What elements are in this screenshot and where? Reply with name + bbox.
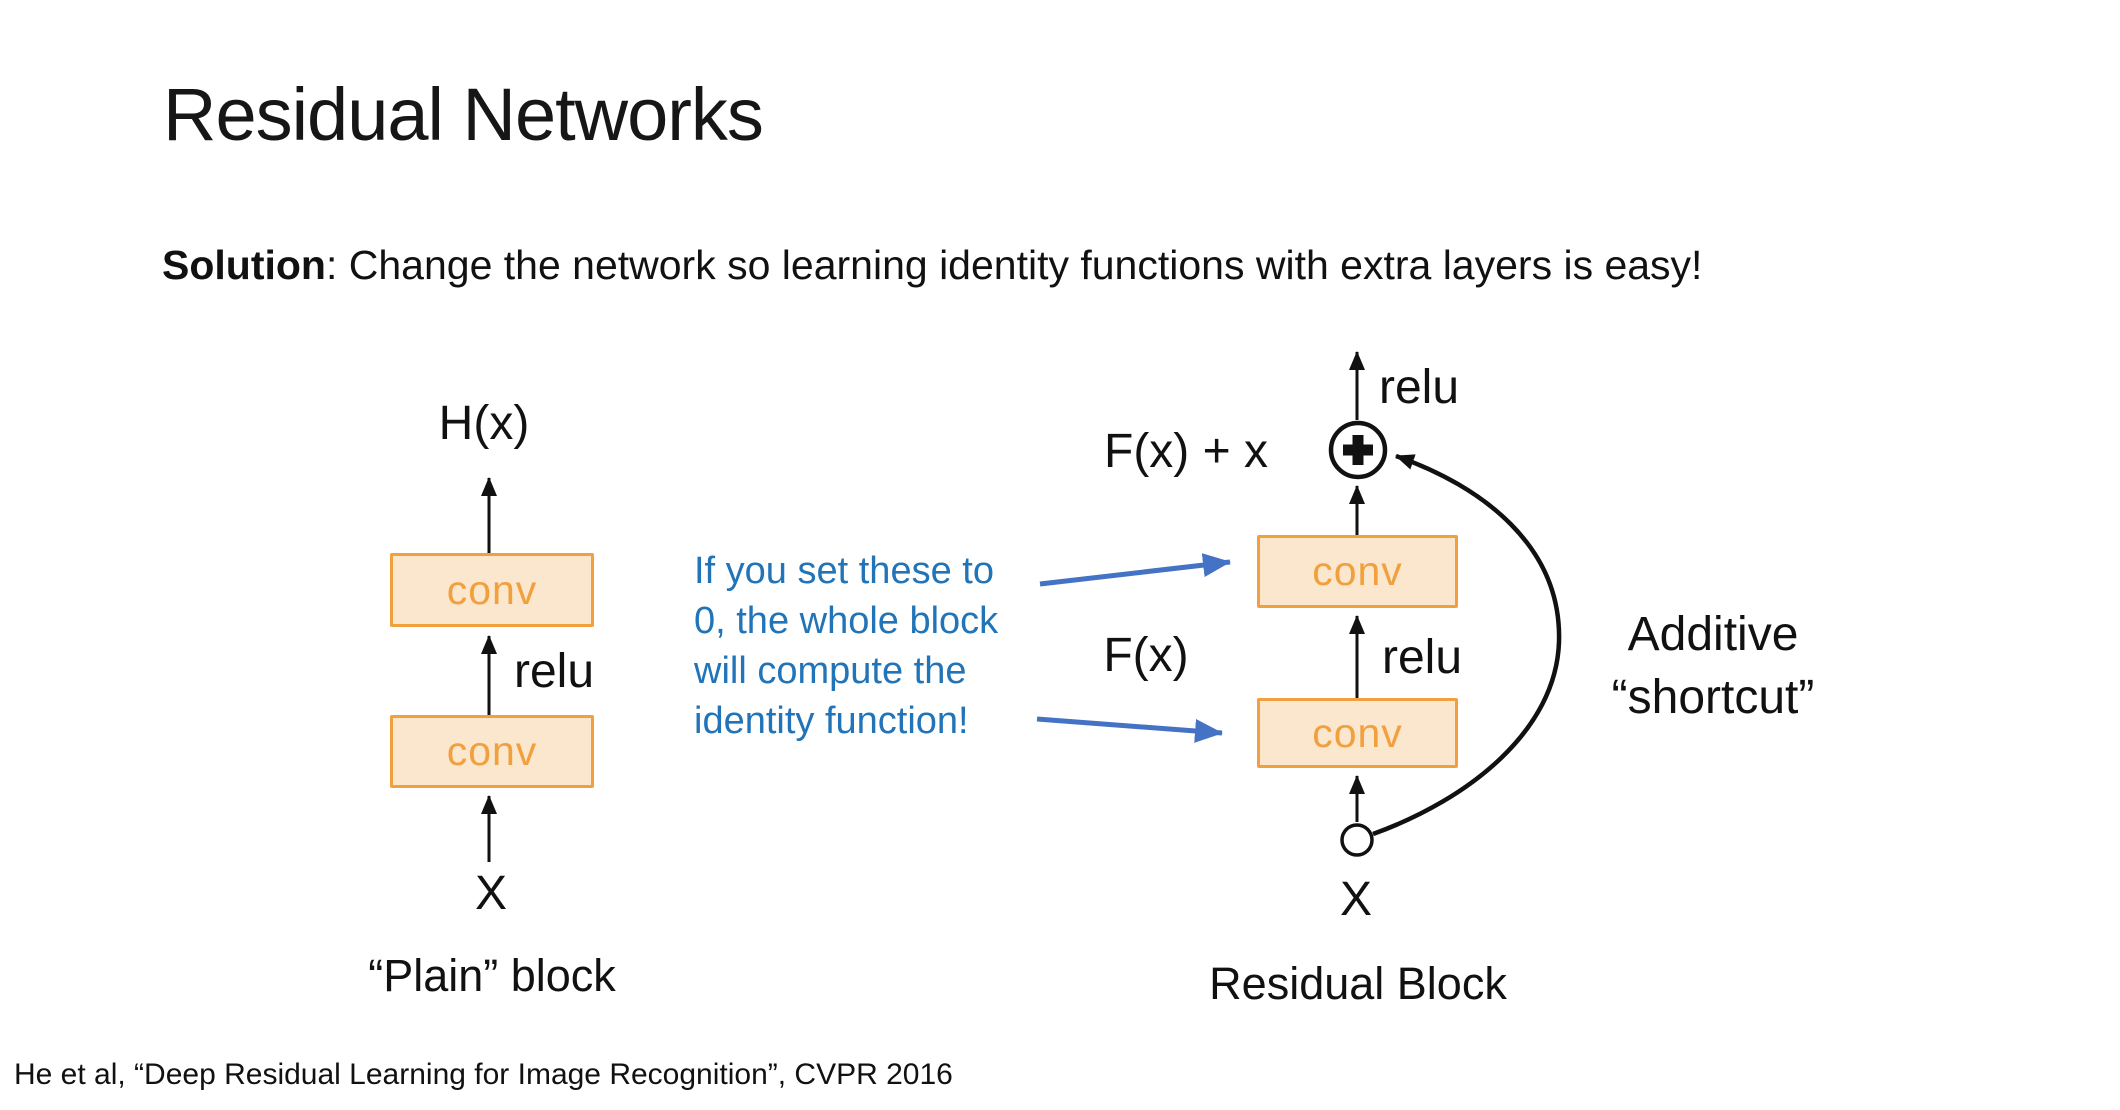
citation: He et al, “Deep Residual Learning for Im… [14,1058,953,1091]
plain-block-caption: “Plain” block [368,950,616,1001]
residual-conv-bottom: conv [1257,698,1458,768]
annotation-line: identity function! [694,700,969,742]
plain-relu-label: relu [514,645,595,698]
plain-conv-bottom: conv [390,715,594,788]
residual-relu-top-label: relu [1379,361,1460,414]
annotation-line: If you set these to [694,550,994,592]
plain-output-label: H(x) [438,397,530,450]
plain-conv-top: conv [390,553,594,627]
plus-icon [1343,435,1373,465]
shortcut-note-line2: “shortcut” [1611,671,1815,724]
solution-keyword: Solution [162,242,326,288]
shortcut-curve-arrow [1372,453,1562,837]
residual-block-caption: Residual Block [1209,958,1507,1009]
shortcut-note-line1: Additive [1627,608,1799,661]
solution-statement: Solution: Change the network so learning… [162,242,1702,289]
residual-relu-mid-label: relu [1382,631,1463,684]
annotation-line: 0, the whole block [694,600,999,642]
annotation-arrow-bottom [1036,716,1223,743]
page-title: Residual Networks [163,73,764,156]
branch-node-icon [1340,823,1374,857]
plain-input-label: X [474,867,508,920]
residual-conv-bottom-label: conv [1312,709,1403,756]
solution-text: : Change the network so learning identit… [325,242,1703,288]
plain-conv-top-label: conv [446,566,538,613]
residual-conv-top: conv [1257,535,1458,608]
annotation-line: will compute the [694,650,967,692]
residual-input-label: X [1339,873,1373,926]
plain-conv-bottom-label: conv [446,728,538,774]
residual-conv-top-label: conv [1312,548,1403,594]
residual-sum-expression: F(x) + x [1104,425,1268,478]
identity-annotation: If you set these to 0, the whole block w… [694,546,998,746]
annotation-arrow-top [1039,553,1231,587]
residual-fx-label: F(x) [1103,629,1189,682]
